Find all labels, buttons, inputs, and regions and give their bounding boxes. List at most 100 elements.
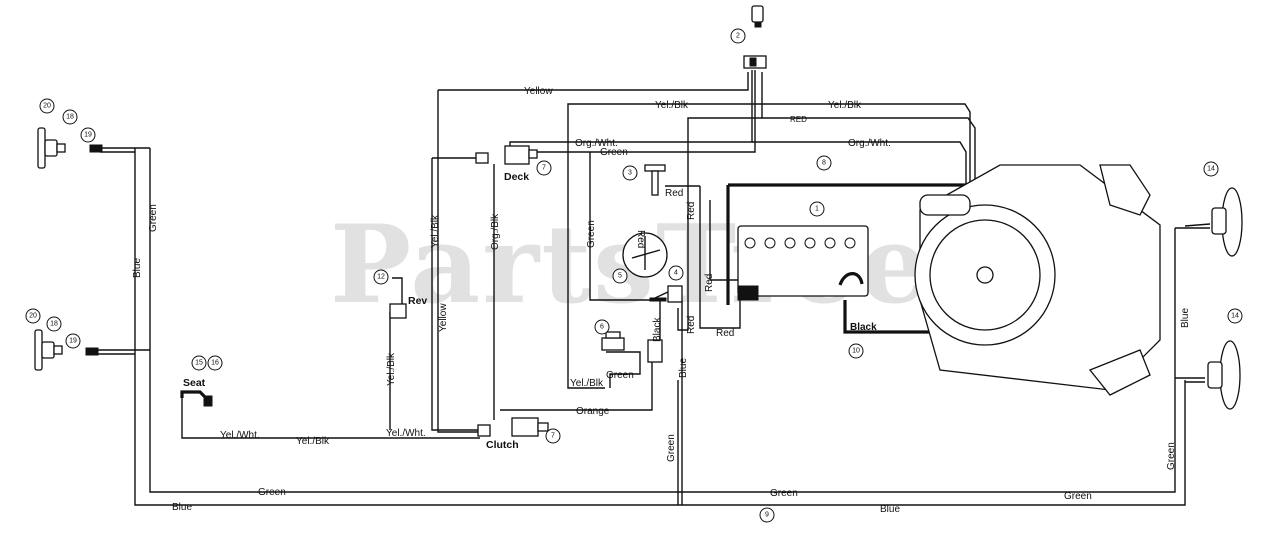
callout-8: 8 <box>816 155 832 171</box>
callout-5: 5 <box>612 268 628 284</box>
svg-text:16: 16 <box>211 360 219 367</box>
svg-text:RED: RED <box>790 115 807 124</box>
svg-text:Red: Red <box>716 328 734 339</box>
svg-text:Yel./Blk: Yel./Blk <box>430 214 441 248</box>
callout-9: 9 <box>759 507 775 523</box>
callout-19-bottom: 19 <box>65 333 81 349</box>
svg-text:Blue: Blue <box>880 504 900 515</box>
item-3-component <box>644 164 666 196</box>
callout-19-top: 19 <box>80 127 96 143</box>
engine <box>914 164 1161 396</box>
rev-switch <box>389 303 407 319</box>
svg-text:14: 14 <box>1231 313 1239 320</box>
svg-text:6: 6 <box>600 324 604 331</box>
svg-text:Black: Black <box>652 317 663 342</box>
svg-text:20: 20 <box>29 313 37 320</box>
svg-text:8: 8 <box>822 160 826 167</box>
svg-text:Red: Red <box>665 188 683 199</box>
callout-20-top: 20 <box>39 98 55 114</box>
svg-text:Green: Green <box>600 147 628 158</box>
clutch-switch <box>477 417 549 437</box>
svg-text:Green: Green <box>148 204 159 232</box>
svg-text:19: 19 <box>69 338 77 345</box>
svg-text:Blue: Blue <box>172 502 192 513</box>
svg-text:Blue: Blue <box>678 358 689 378</box>
callout-14-bottom: 14 <box>1227 308 1243 324</box>
left-headlight-top <box>37 127 103 169</box>
right-headlight-top <box>1211 187 1243 257</box>
svg-text:4: 4 <box>674 270 678 277</box>
svg-text:Yel./Wht.: Yel./Wht. <box>220 430 260 441</box>
svg-text:Green: Green <box>1064 491 1092 502</box>
svg-text:1: 1 <box>815 206 819 213</box>
svg-text:2: 2 <box>736 33 740 40</box>
svg-text:10: 10 <box>852 348 860 355</box>
callout-14-top: 14 <box>1203 161 1219 177</box>
svg-text:Org./Blk: Org./Blk <box>490 213 501 250</box>
right-headlight-bottom <box>1207 340 1241 410</box>
wires <box>95 70 1211 506</box>
svg-text:Blue: Blue <box>132 258 143 278</box>
callout-15: 15 <box>191 355 207 371</box>
svg-text:Green: Green <box>666 434 677 462</box>
ammeter <box>622 232 668 278</box>
svg-text:18: 18 <box>50 321 58 328</box>
callout-1: 1 <box>809 201 825 217</box>
oil-switch <box>601 331 625 351</box>
svg-text:Green: Green <box>258 487 286 498</box>
seat-label: Seat <box>183 377 206 389</box>
svg-text:Yel./Blk: Yel./Blk <box>828 100 862 111</box>
callouts: 1 2 3 4 5 6 7 7 8 9 10 12 14 14 15 16 18… <box>25 28 1243 523</box>
callout-6: 6 <box>594 319 610 335</box>
left-headlight-bottom <box>34 329 99 371</box>
svg-text:Yel./Blk: Yel./Blk <box>655 100 689 111</box>
svg-text:20: 20 <box>43 103 51 110</box>
svg-text:3: 3 <box>628 170 632 177</box>
rev-label: Rev <box>408 295 427 307</box>
svg-text:Green: Green <box>606 370 634 381</box>
callout-12: 12 <box>373 269 389 285</box>
svg-text:9: 9 <box>765 512 769 519</box>
svg-text:Green: Green <box>586 220 597 248</box>
component-labels: Deck Clutch Rev Seat <box>183 171 529 451</box>
svg-text:19: 19 <box>84 132 92 139</box>
svg-text:Yellow: Yellow <box>524 86 553 97</box>
svg-text:Red: Red <box>686 202 697 220</box>
callout-18-bottom: 18 <box>46 316 62 332</box>
svg-text:Yel./Blk: Yel./Blk <box>570 378 604 389</box>
svg-text:Green: Green <box>770 488 798 499</box>
svg-text:Yel./Wht.: Yel./Wht. <box>386 428 426 439</box>
callout-2: 2 <box>730 28 746 44</box>
svg-text:15: 15 <box>195 360 203 367</box>
svg-text:Org./Wht.: Org./Wht. <box>848 138 891 149</box>
deck-label: Deck <box>504 171 529 183</box>
clutch-label: Clutch <box>486 439 519 451</box>
svg-text:Org./Wht.: Org./Wht. <box>575 138 618 149</box>
callout-10: 10 <box>848 343 864 359</box>
svg-text:18: 18 <box>66 114 74 121</box>
svg-text:5: 5 <box>618 273 622 280</box>
ignition-switch <box>647 285 683 363</box>
svg-text:7: 7 <box>551 433 555 440</box>
svg-text:14: 14 <box>1207 166 1215 173</box>
svg-text:Blue: Blue <box>1180 308 1191 328</box>
svg-text:12: 12 <box>377 274 385 281</box>
deck-switch <box>475 145 538 165</box>
wire-labels: Yellow Yel./Blk Yel./Blk RED Org./Wht. O… <box>132 86 1191 515</box>
callout-16: 16 <box>207 355 223 371</box>
callout-4: 4 <box>668 265 684 281</box>
battery <box>737 225 869 301</box>
callout-7-deck: 7 <box>536 160 552 176</box>
svg-text:Yel./Blk: Yel./Blk <box>386 352 397 386</box>
svg-text:Red: Red <box>635 230 646 248</box>
svg-text:Yel./Blk: Yel./Blk <box>296 436 330 447</box>
callout-20-bottom: 20 <box>25 308 41 324</box>
svg-text:Orange: Orange <box>576 406 610 417</box>
callout-7-clutch: 7 <box>545 428 561 444</box>
callout-18-top: 18 <box>62 109 78 125</box>
seat-switch <box>180 390 213 407</box>
top-connector <box>743 5 767 69</box>
svg-text:Red: Red <box>686 316 697 334</box>
svg-text:Red: Red <box>704 274 715 292</box>
